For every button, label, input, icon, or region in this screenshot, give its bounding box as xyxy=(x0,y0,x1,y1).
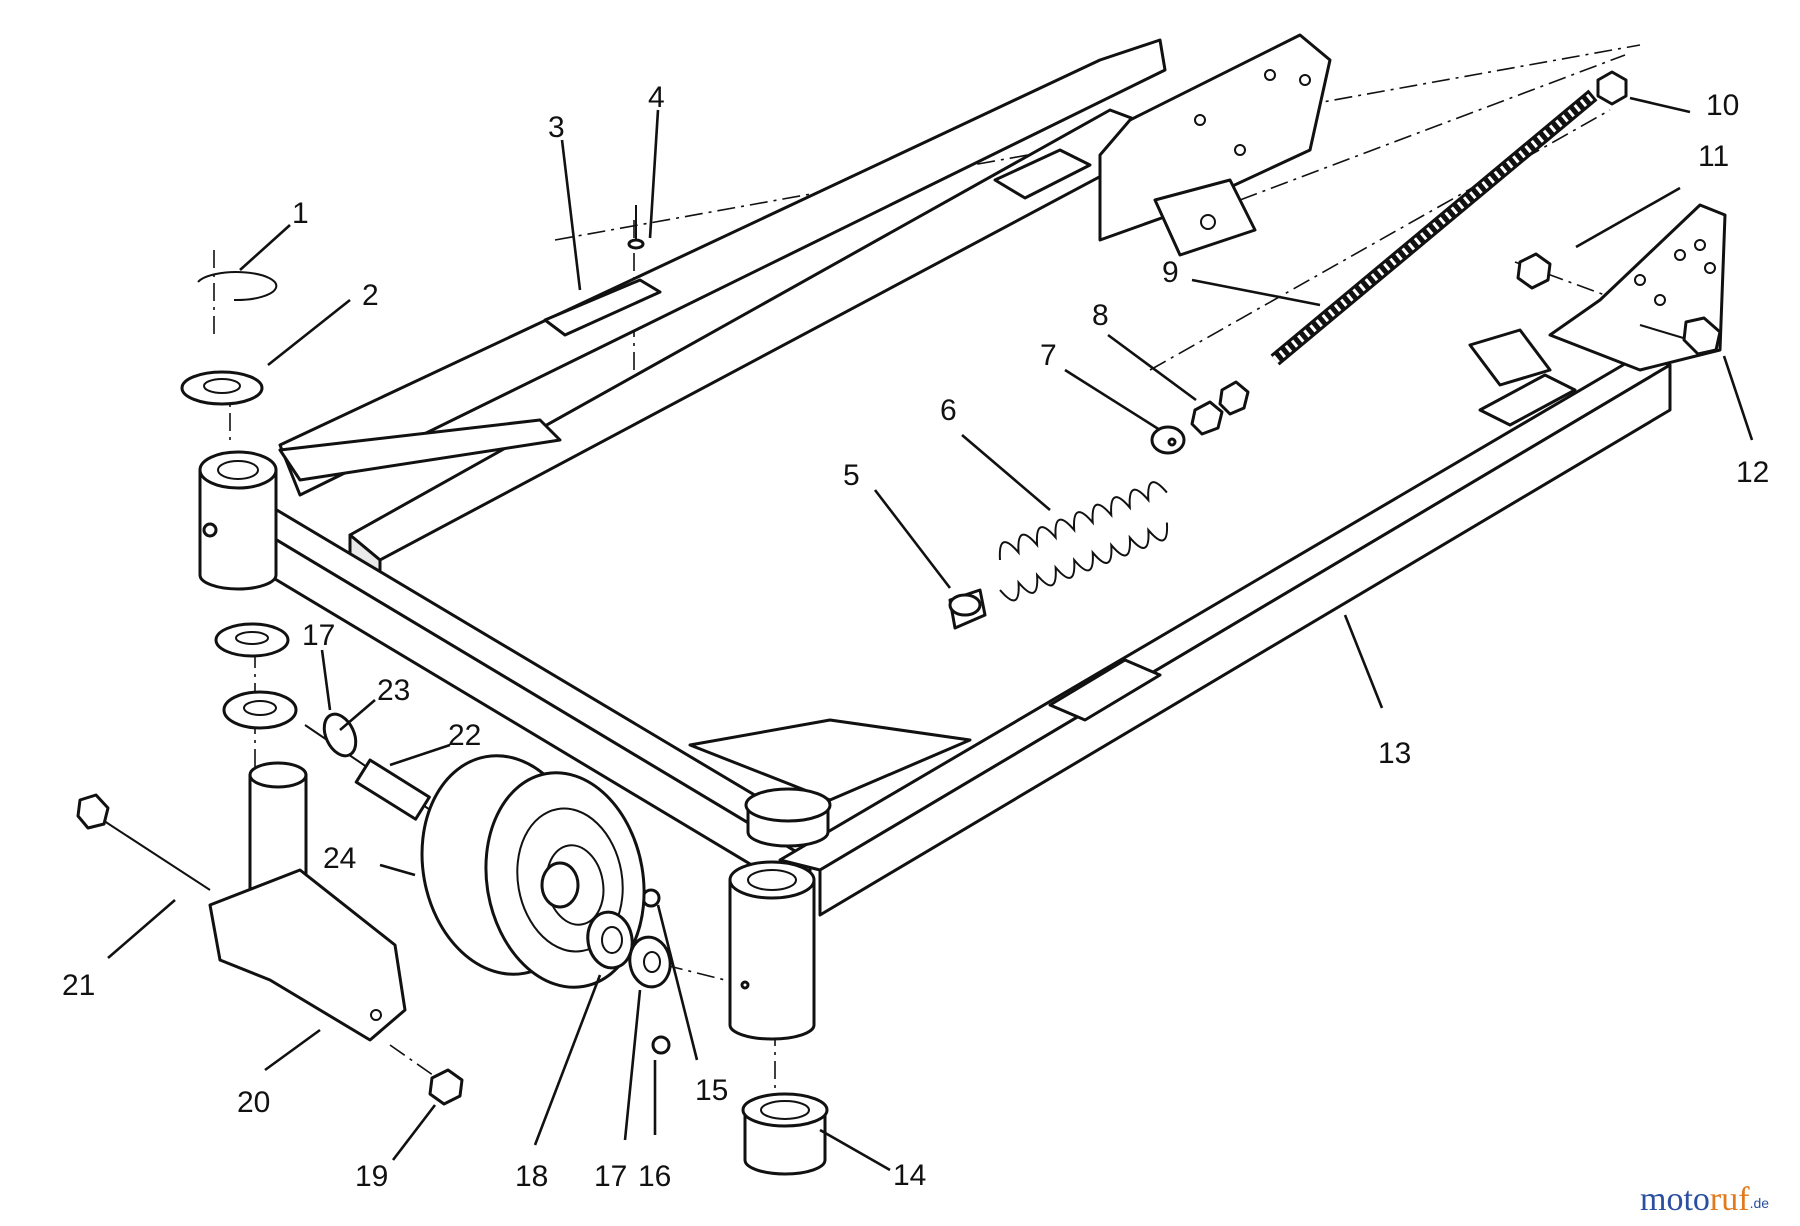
frame-assembly xyxy=(198,33,1727,1041)
label-1: 1 xyxy=(292,197,309,230)
callout-labels: 1 2 3 4 5 6 7 8 9 10 11 12 13 14 15 16 1… xyxy=(62,81,1769,1193)
jam-nut xyxy=(1190,400,1224,436)
label-9: 9 xyxy=(1162,256,1179,289)
washer-lower-a xyxy=(214,622,290,658)
retaining-ring xyxy=(197,271,278,302)
plate-bolt xyxy=(1682,316,1722,356)
label-17-upper: 17 xyxy=(302,619,335,652)
label-24: 24 xyxy=(323,842,356,875)
label-20: 20 xyxy=(237,1086,270,1119)
label-15: 15 xyxy=(695,1074,728,1107)
label-2: 2 xyxy=(362,279,379,312)
grease-fitting-lower xyxy=(651,1035,671,1055)
label-3: 3 xyxy=(548,111,565,144)
label-14: 14 xyxy=(893,1159,926,1192)
label-6: 6 xyxy=(940,394,957,427)
label-13: 13 xyxy=(1378,737,1411,770)
label-22: 22 xyxy=(448,719,481,752)
label-5: 5 xyxy=(843,459,860,492)
left-pivot-tube xyxy=(198,450,278,591)
cover-plate xyxy=(543,278,662,337)
watermark-logo: motoruf.de xyxy=(1640,1181,1769,1218)
threaded-rod xyxy=(1270,89,1598,366)
rod-nut xyxy=(1596,70,1628,106)
axle-bolt xyxy=(76,793,110,830)
label-4: 4 xyxy=(648,81,665,114)
label-10: 10 xyxy=(1706,89,1739,122)
hardware-parts xyxy=(76,70,1722,1176)
lower-bushing xyxy=(743,1108,827,1176)
label-17-lower: 17 xyxy=(594,1160,627,1193)
label-18: 18 xyxy=(515,1160,548,1193)
label-11: 11 xyxy=(1698,140,1729,173)
plate-nut xyxy=(1516,252,1552,290)
label-21: 21 xyxy=(62,969,95,1002)
label-12: 12 xyxy=(1736,456,1769,489)
wheel-bearing xyxy=(586,910,634,970)
svg-text:motoruf.de: motoruf.de xyxy=(1640,1181,1769,1218)
label-19: 19 xyxy=(355,1160,388,1193)
washer-upper xyxy=(180,370,264,406)
label-7: 7 xyxy=(1040,339,1057,372)
caster-fork xyxy=(208,868,407,1042)
washer-lower-b xyxy=(222,690,298,730)
fork-nut xyxy=(428,1068,464,1106)
label-8: 8 xyxy=(1092,299,1109,332)
label-23: 23 xyxy=(377,674,410,707)
wheel-washer xyxy=(628,935,672,989)
label-16: 16 xyxy=(638,1160,671,1193)
leader-lines xyxy=(107,96,1754,1172)
right-pivot-tube xyxy=(728,860,816,1041)
compression-spring xyxy=(998,481,1169,602)
